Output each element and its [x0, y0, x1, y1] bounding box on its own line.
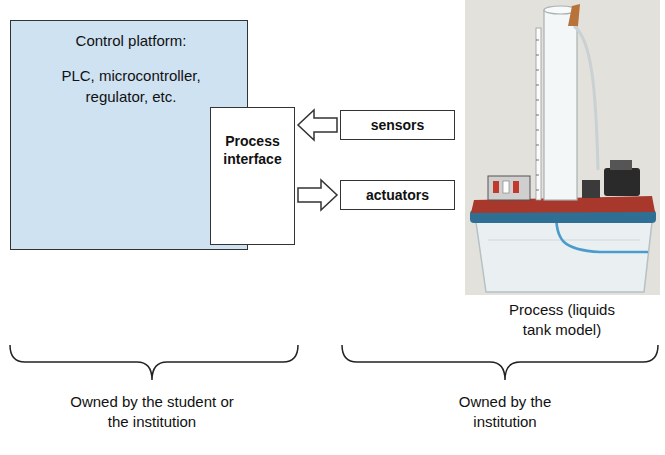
pump — [604, 168, 640, 196]
node-heading: Process interface — [217, 132, 288, 168]
copper-nozzle — [568, 4, 580, 26]
pump-motor — [610, 160, 632, 170]
signal-box: actuators — [340, 180, 455, 210]
tank-model-photo — [465, 0, 660, 295]
curly-brace — [342, 345, 658, 380]
block-arrow — [298, 110, 337, 140]
curly-brace — [10, 345, 298, 380]
process-caption: Process (liquids tank model) — [497, 300, 627, 341]
switch — [493, 181, 499, 193]
switch — [503, 181, 509, 193]
feed-pipe — [574, 26, 598, 170]
photo-background — [465, 0, 660, 295]
signal-box: sensors — [340, 110, 455, 140]
switch — [513, 181, 519, 193]
plastic-container — [476, 222, 652, 292]
node-body: PLC, microcontroller, regulator, etc. — [61, 65, 201, 109]
process-interface-box: Process interface — [210, 107, 295, 245]
valve — [582, 180, 600, 198]
node-heading: Control platform: — [61, 31, 201, 51]
ownership-note: Owned by the student or the institution — [64, 392, 240, 433]
ownership-note: Owned by the institution — [447, 392, 563, 433]
level-ruler — [536, 28, 541, 200]
circuit-board — [488, 176, 530, 200]
tank-cylinder — [544, 10, 577, 200]
ruler-ticks — [536, 40, 539, 190]
block-arrow — [298, 180, 337, 210]
node-heading: sensors — [347, 117, 448, 134]
node-heading: actuators — [347, 187, 448, 204]
